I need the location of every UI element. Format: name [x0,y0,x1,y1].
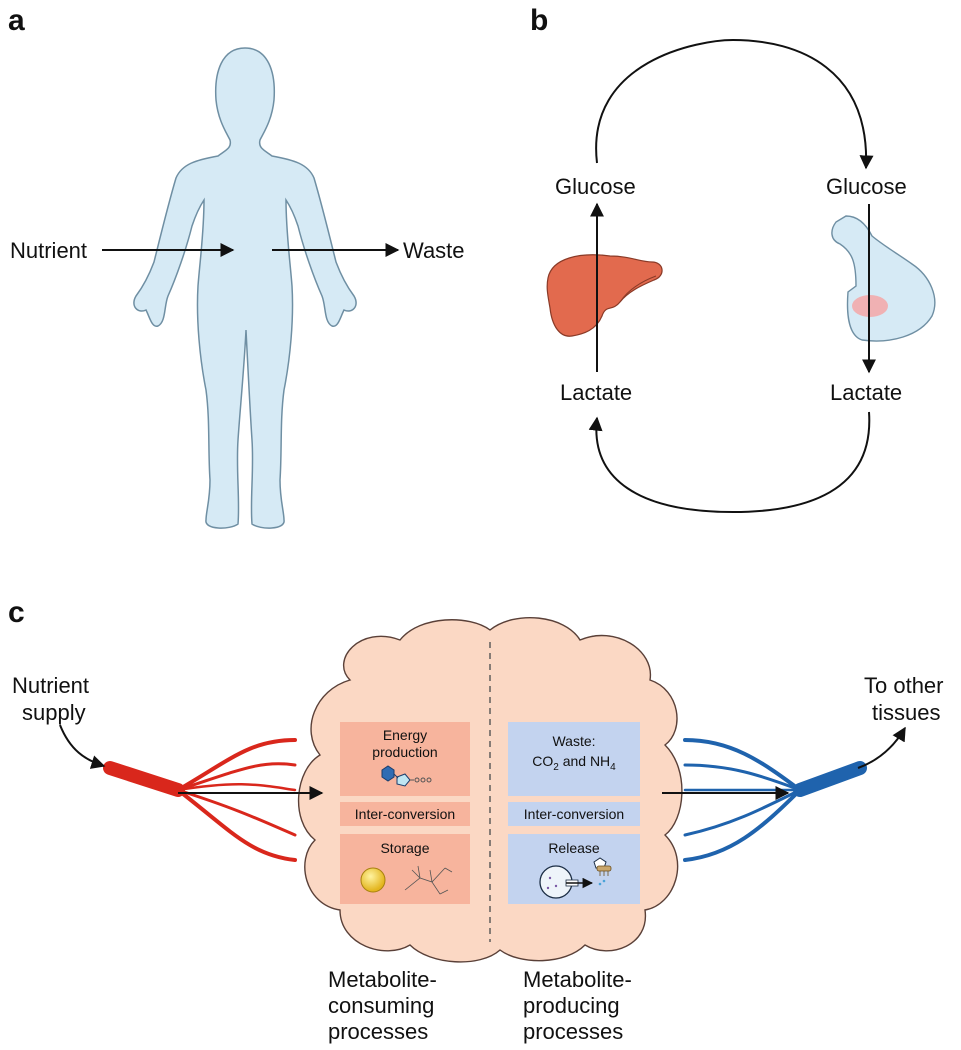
lipid-droplet-icon [360,867,386,893]
export-arrow [857,726,906,769]
cycle-top-arrow [595,38,874,170]
panel-label-a: a [8,4,25,37]
muscle-glucose-label: Glucose [826,174,907,199]
consuming-interconversion-label: Inter-conversion [355,806,455,822]
waste-line2: CO2 and NH4 [532,753,616,773]
consuming-caption-line1: Metabolite- [328,967,437,992]
liver-organ [546,254,663,337]
waste-co2: CO [532,753,553,769]
storage-box [340,834,470,904]
to-other-tissues-line2: tissues [872,700,940,725]
artery-branches [103,738,297,862]
vesicle-release-icon [539,857,612,899]
nutrient-supply-line1: Nutrient [12,673,89,698]
glycogen-icon [404,865,453,895]
energy-production-line1: Energy [383,727,427,743]
liver-glucose-label: Glucose [555,174,636,199]
consuming-caption-line3: processes [328,1019,428,1044]
body-fill [133,47,357,529]
waste-label: Waste [403,238,465,263]
panel-label-c: c [8,596,25,629]
producing-caption-line1: Metabolite- [523,967,632,992]
waste-line1: Waste: [552,733,595,749]
panel-label-b: b [530,4,548,37]
consuming-interconversion-box [340,802,470,826]
storage-label-text: Storage [380,840,429,856]
consuming-caption-line2: consuming [328,993,434,1018]
muscle-lactate-label: Lactate [830,380,902,405]
release-label: Release [548,840,600,856]
waste-nh4-sub: 4 [610,762,616,773]
waste-co2-sub: 2 [553,762,559,773]
nutrient-supply-line2: supply [22,700,86,725]
flexed-arm-muscle [831,215,936,342]
release-box [508,834,640,904]
waste-box [508,722,640,796]
producing-caption-line3: processes [523,1019,623,1044]
producing-interconversion-label: Inter-conversion [524,806,624,822]
molecule-icon [381,765,432,787]
cycle-bottom-arrow [588,411,871,514]
to-other-tissues-line1: To other [864,673,944,698]
energy-production-line2: production [372,744,437,760]
producing-interconversion-box [508,802,640,826]
producing-caption-line2: producing [523,993,620,1018]
waste-and-nh: and NH [559,753,610,769]
liver-lactate-label: Lactate [560,380,632,405]
vein-branches [683,738,867,862]
human-body-silhouette [133,47,357,529]
nutrient-label: Nutrient [10,238,87,263]
supply-arrow [59,724,106,769]
